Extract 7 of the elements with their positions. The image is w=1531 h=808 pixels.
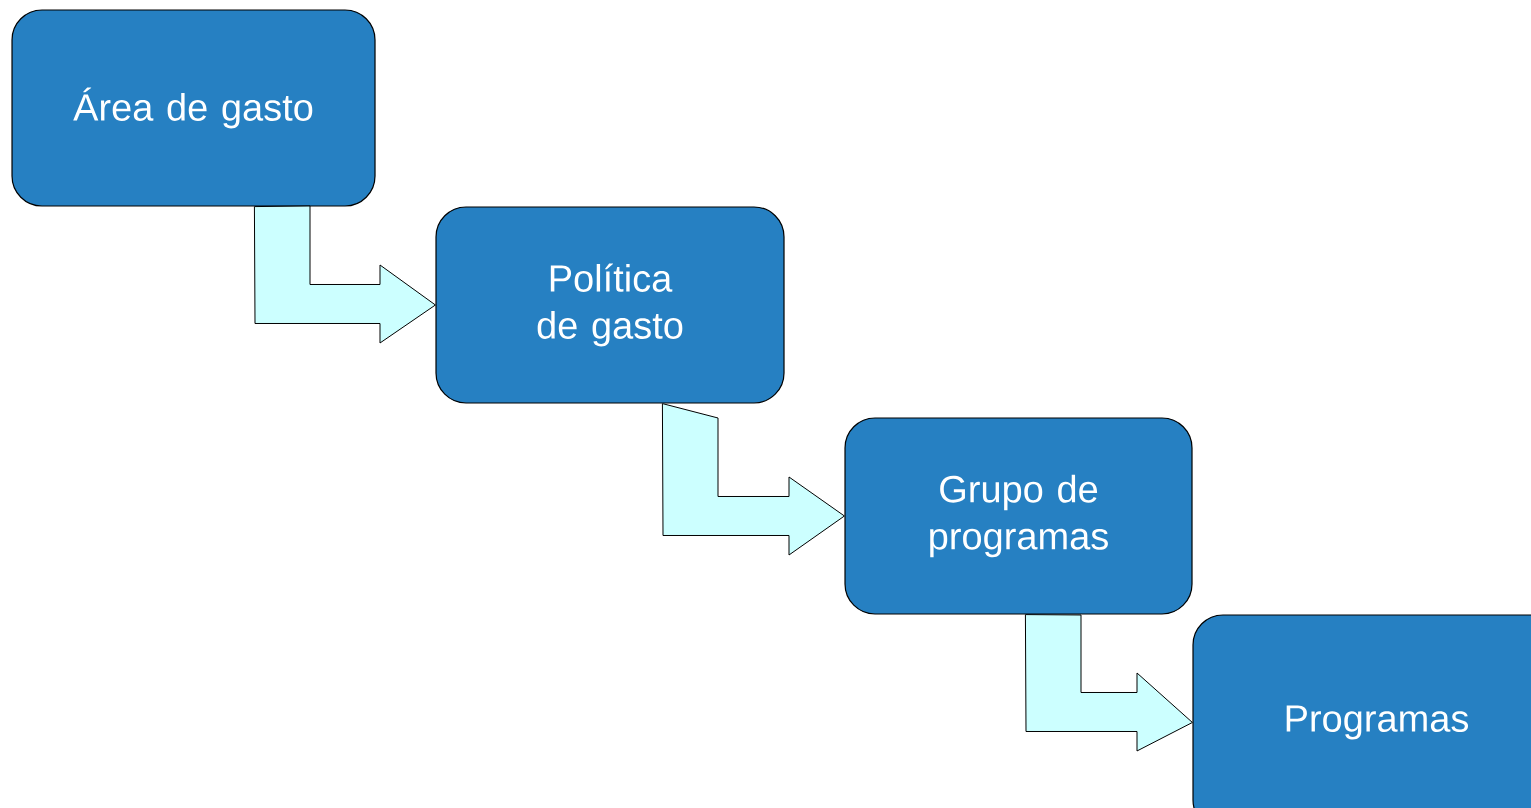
process-box: Política de gasto: [435, 206, 785, 404]
process-box: Grupo de programas: [844, 417, 1193, 615]
process-box: Área de gasto: [11, 9, 376, 207]
block-arrow: [253, 205, 436, 344]
block-arrow: [661, 403, 845, 556]
process-box: Programas: [1192, 614, 1531, 808]
block-arrow: [1024, 614, 1193, 752]
